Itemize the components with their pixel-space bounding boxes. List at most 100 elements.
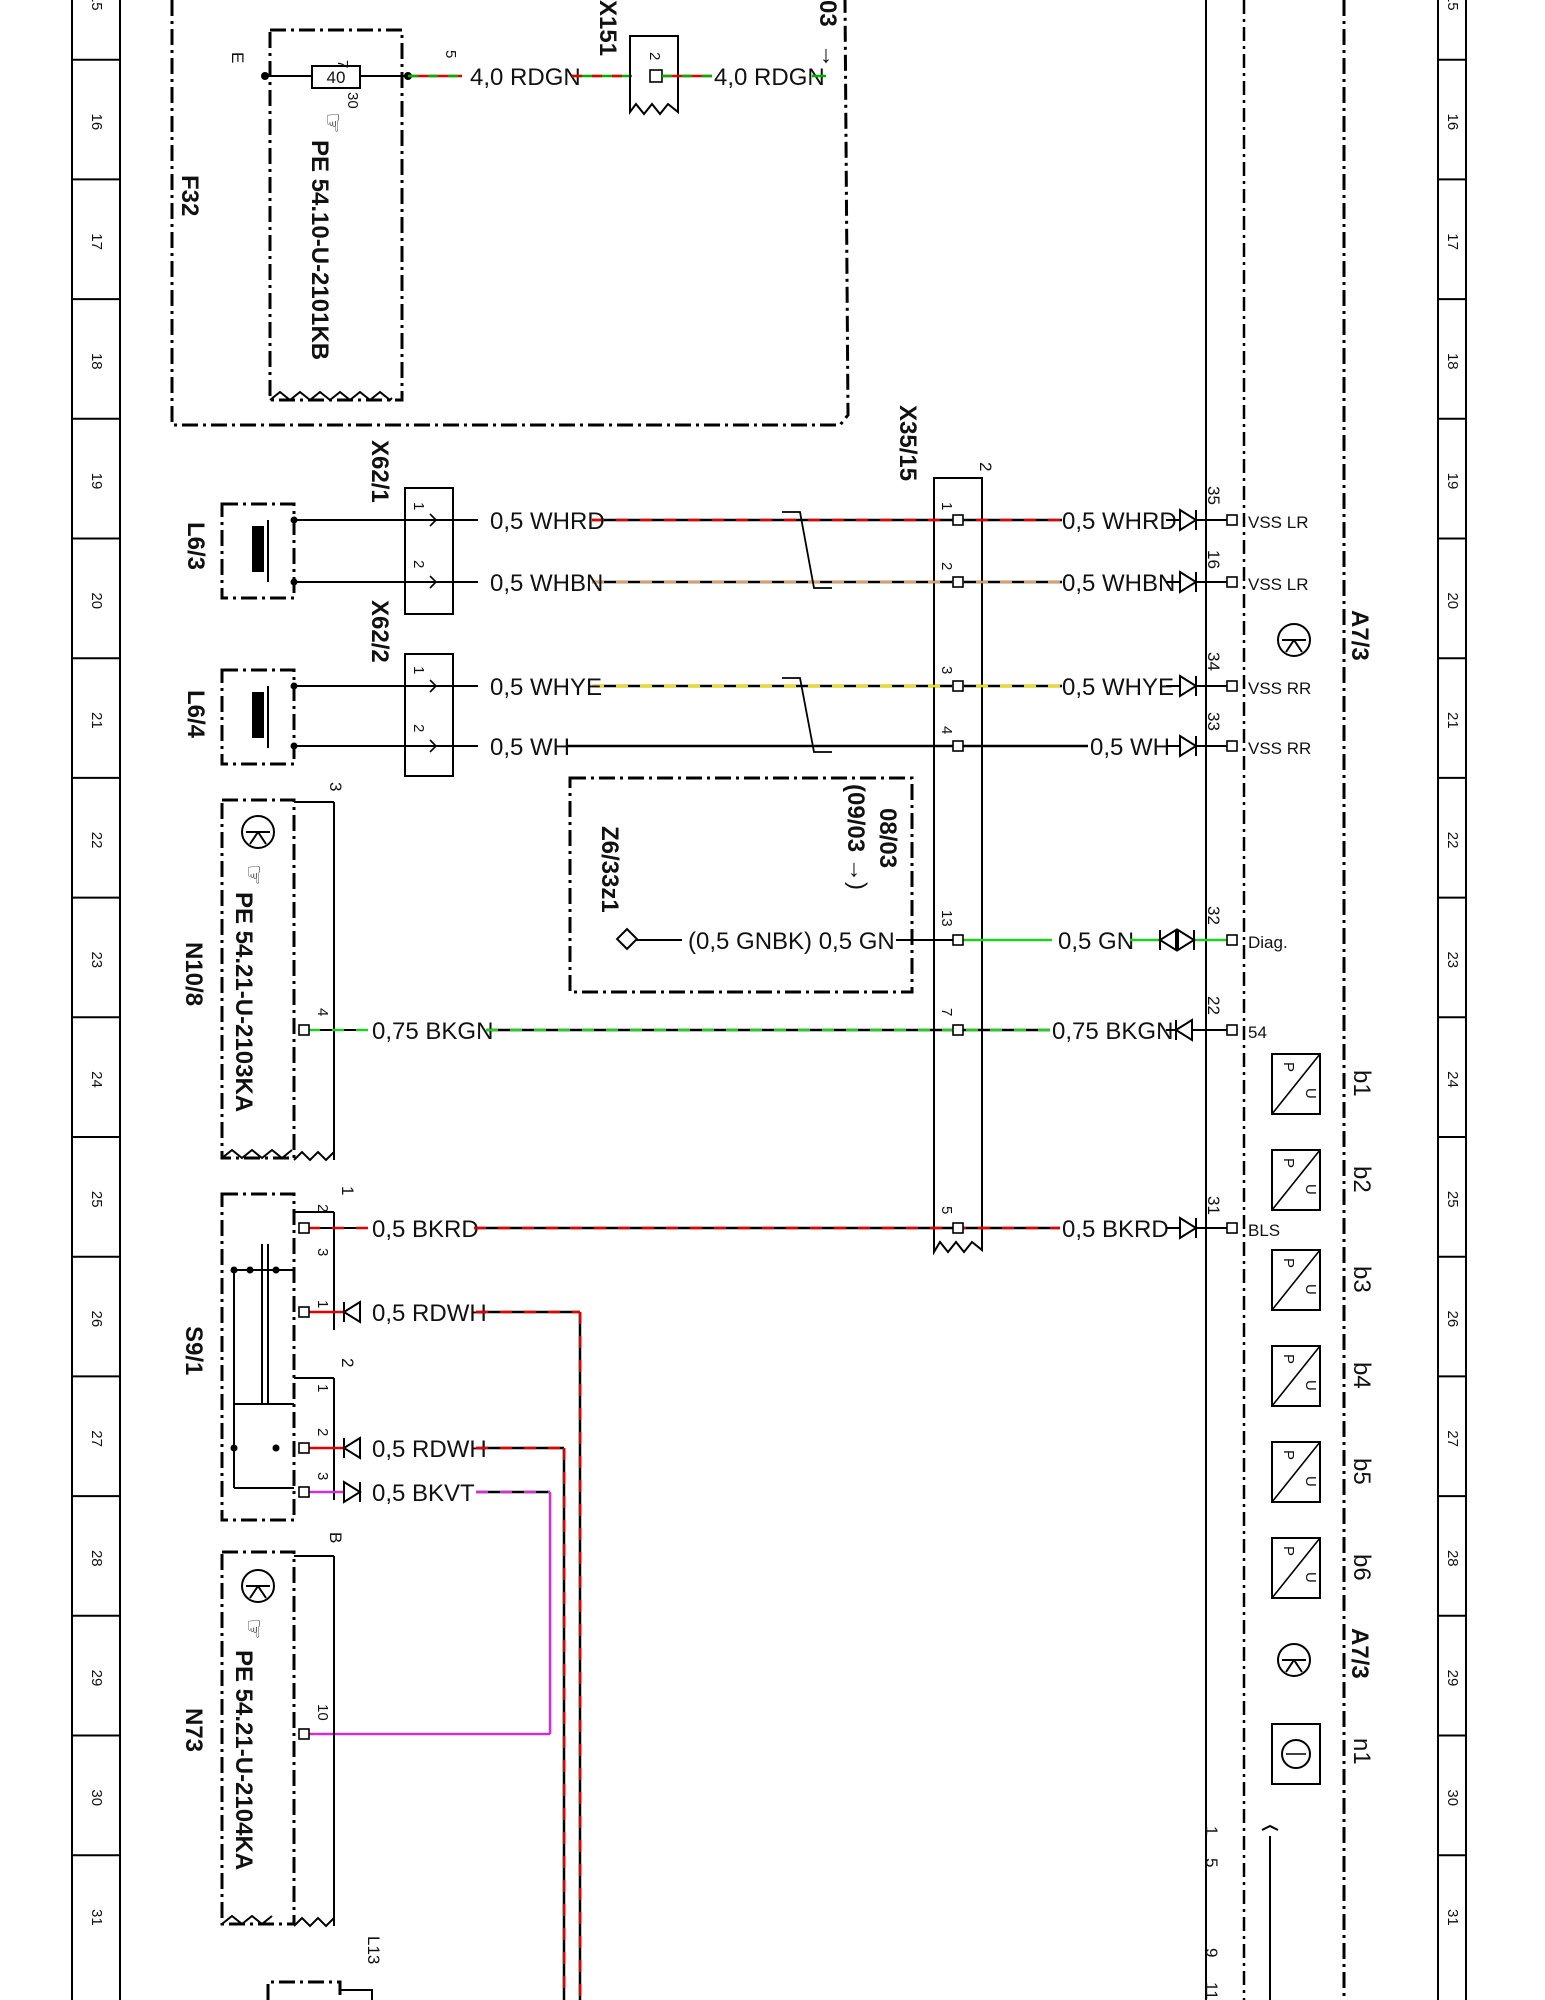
- sensor-n1[interactable]: n1: [1271, 1723, 1375, 1785]
- arrow-down-icon: →: [816, 44, 843, 68]
- row-number: 17: [88, 233, 105, 250]
- wire-bkgn[interactable]: 0,75 BKGN 0,75 BKGN: [308, 1018, 1230, 1045]
- wire-wh[interactable]: 0,5 WH 0,5 WH: [294, 734, 1230, 761]
- wire-rdwh-2[interactable]: 0,5 RDWH: [308, 1436, 566, 2000]
- row-number: 27: [1444, 1430, 1461, 1447]
- s9-1-pin-1b: 1: [314, 1384, 331, 1392]
- s9-1-group1-label: 1: [338, 1186, 357, 1195]
- bottom-pin-11: 11: [1202, 1982, 1221, 2000]
- row-number: 23: [88, 951, 105, 968]
- row-number: 16: [88, 114, 105, 131]
- s9-1-pin-2b: 2: [314, 1428, 331, 1436]
- sensor-label: b6: [1348, 1554, 1375, 1581]
- row-number: 25: [1444, 1191, 1461, 1208]
- pin-terminal: [952, 576, 964, 588]
- connector-x62-1[interactable]: X62/1 1 2: [366, 440, 454, 615]
- pin-terminal: [298, 1486, 310, 1498]
- z6-33z1-label: Z6/33z1: [596, 826, 623, 913]
- pin-plug-icon: [424, 679, 438, 693]
- x35-pin-2: 2: [938, 562, 955, 570]
- signal-54: 54: [1248, 1023, 1267, 1042]
- connector-x62-2[interactable]: X62/2 1 2: [366, 600, 454, 777]
- connector-arrow-icon: [1174, 1018, 1193, 1042]
- wire-bkvt-label: 0,5 BKVT: [372, 1480, 475, 1507]
- wire-bkrd[interactable]: 0,5 BKRD 0,5 BKRD: [308, 1216, 1230, 1243]
- module-n73[interactable]: B 10 ☞ PE 54.21-U-2104KA N73: [180, 1532, 345, 1928]
- f32-terminal-e: E: [228, 52, 247, 63]
- wire-wh-label-right: 0,5 WH: [1090, 734, 1170, 761]
- row-number: 20: [88, 592, 105, 609]
- connector-arrow-icon: [1179, 674, 1198, 698]
- splice-z6-33z1[interactable]: Z6/33z1 08/03 (09/03 →): [568, 776, 914, 994]
- hand-icon: ☞: [240, 864, 267, 886]
- svg-text:P: P: [1280, 1450, 1297, 1460]
- n10-8-label: N10/8: [180, 942, 207, 1006]
- wire-whye-label-left: 0,5 WHYE: [490, 674, 602, 701]
- pin-plug-icon: [424, 575, 438, 589]
- wire-whbn-label-left: 0,5 WHBN: [490, 570, 603, 597]
- s9-1-pin-2a: 2: [314, 1204, 331, 1212]
- pin-terminal: [1226, 1024, 1238, 1036]
- pin-terminal: [298, 1222, 310, 1234]
- z6-note-08-03: 08/03: [874, 808, 901, 868]
- n73-label: N73: [180, 1708, 207, 1752]
- n10-8-pin-4: 4: [314, 1008, 331, 1016]
- wire-rdwh-1[interactable]: 0,5 RDWH: [308, 1300, 582, 2000]
- row-number: 20: [1444, 592, 1461, 609]
- pin-terminal: [1226, 514, 1238, 526]
- svg-text:U: U: [1302, 1088, 1319, 1099]
- x62-1-pin-2: 2: [410, 560, 427, 568]
- sensor-l6-4[interactable]: L6/4: [182, 668, 296, 766]
- row-number: 18: [88, 353, 105, 370]
- transistor-icon: [1277, 1643, 1311, 1677]
- a7-pin-35: 35: [1204, 486, 1223, 505]
- row-number: 21: [1444, 712, 1461, 729]
- module-l13[interactable]: L13: [266, 1936, 383, 2000]
- connector-x35-15[interactable]: X35/15 2: [894, 405, 995, 1256]
- f32-pin-in: 7: [334, 60, 351, 68]
- wire-bkvt[interactable]: 0,5 BKVT: [308, 1480, 552, 1736]
- junction-dot: [290, 742, 298, 750]
- svg-text:U: U: [1302, 1380, 1319, 1391]
- row-number: 15: [88, 0, 105, 11]
- svg-text:P: P: [1280, 1062, 1297, 1072]
- pin-terminal: [952, 1222, 964, 1234]
- signal-bls: BLS: [1248, 1221, 1280, 1240]
- x35-pin-4: 4: [938, 726, 955, 734]
- x35-pin-5: 5: [938, 1206, 955, 1214]
- wire-whye[interactable]: 0,5 WHYE 0,5 WHYE: [294, 674, 1230, 701]
- pin-terminal: [952, 1024, 964, 1036]
- wire-whbn[interactable]: 0,5 WHBN 0,5 WHBN: [294, 570, 1230, 597]
- svg-text:U: U: [1302, 1284, 1319, 1295]
- row-number: 22: [1444, 832, 1461, 849]
- connector-arrow-icon: [342, 1436, 361, 1460]
- s9-1-pin-3b: 3: [314, 1472, 331, 1480]
- s9-1-pin-1a: 1: [314, 1300, 331, 1308]
- x151-label: X151: [594, 0, 621, 56]
- x35-pin-13: 13: [938, 910, 955, 927]
- wire-rdgn-2[interactable]: 4,0 RDGN 03 →: [662, 0, 843, 91]
- f32-fuse-block[interactable]: 40 7 30 E ☞ PE 54.10-U-2101KB F32: [170, 0, 850, 427]
- a7-pin-22: 22: [1204, 996, 1223, 1015]
- module-n10-8[interactable]: 3 4 ☞ PE 54.21-U-2103KA N10/8: [180, 782, 345, 1162]
- pin-terminal: [1226, 934, 1238, 946]
- pin-terminal: [298, 1728, 310, 1740]
- svg-text:P: P: [1280, 1158, 1297, 1168]
- connector-x151[interactable]: 2 X151: [594, 0, 679, 116]
- splice-diamond-icon: [615, 927, 639, 951]
- wire-gn[interactable]: (0,5 GNBK) 0,5 GN 0,5 GN: [636, 928, 1230, 955]
- sensor-l6-3[interactable]: L6/3: [182, 502, 296, 600]
- wire-whrd[interactable]: 0,5 WHRD 0,5 WHRD: [294, 508, 1230, 535]
- f32-ref: PE 54.10-U-2101KB: [306, 140, 333, 360]
- wire-whrd-label-left: 0,5 WHRD: [490, 508, 605, 535]
- transistor-icon: [241, 1569, 275, 1603]
- switch-s9-1[interactable]: 1 2 3 1 2 1 2 3 S9/1: [180, 1186, 357, 1522]
- wire-rdgn-1[interactable]: 4,0 RDGN 5: [408, 50, 632, 91]
- row-number: 18: [1444, 353, 1461, 370]
